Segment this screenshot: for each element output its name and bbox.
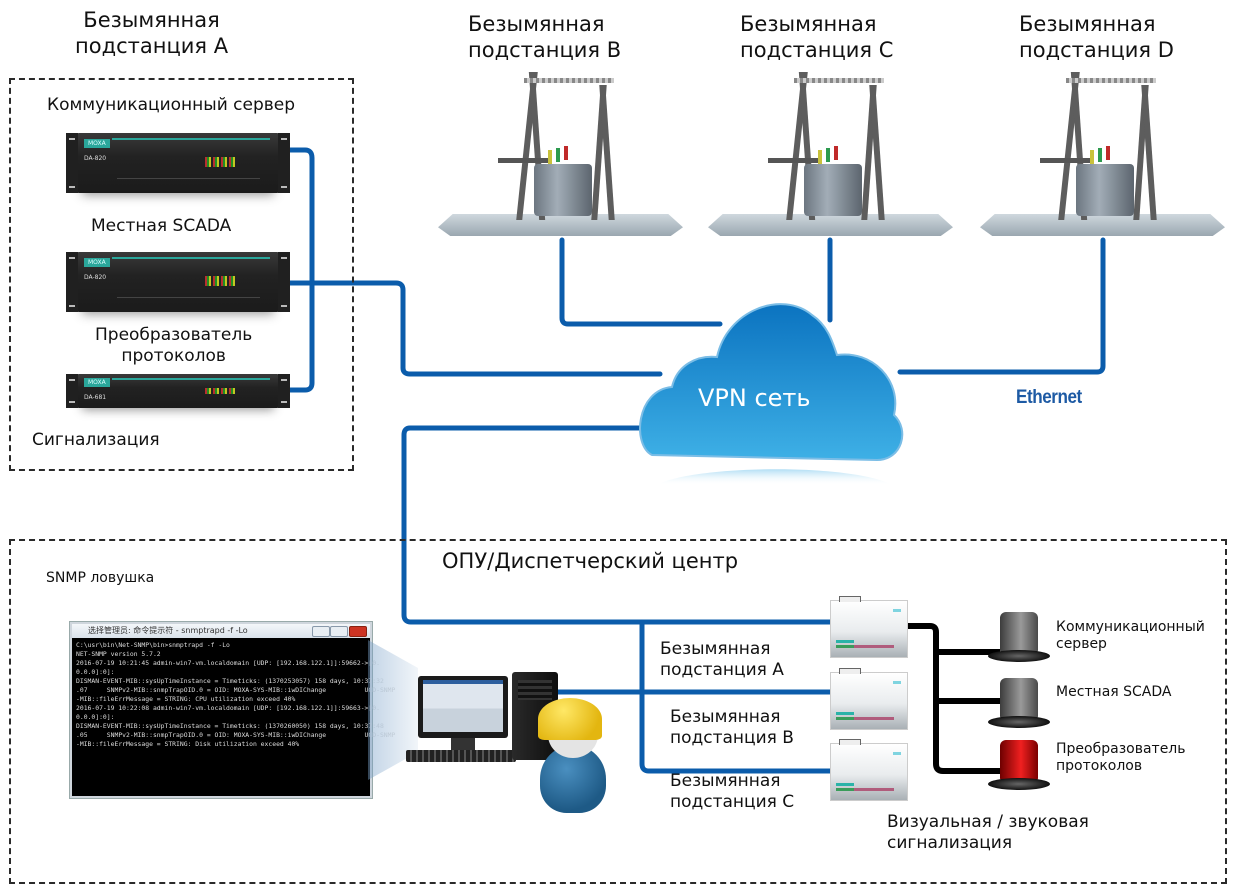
- io-module-b: [830, 668, 908, 730]
- protocol-converter-line1: Преобразователь: [95, 325, 253, 345]
- protocol-converter-rack: MOXA DA-681: [66, 374, 290, 408]
- alarm-caption-line2: сигнализация: [887, 832, 1013, 853]
- branch-c-line1: Безымянная: [670, 771, 781, 791]
- branch-b-line2: подстанция B: [670, 727, 794, 748]
- beacon-3-line1: Преобразователь: [1056, 741, 1186, 757]
- substation-a-boundary: [9, 78, 354, 471]
- beacon-label-comm-server: Коммуникационный сервер: [1056, 619, 1205, 653]
- beacon-1-line1: Коммуникационный: [1056, 619, 1205, 635]
- status-leds-icon: [205, 388, 235, 394]
- beacon-2-line1: Местная SCADA: [1056, 684, 1172, 700]
- substation-d-line1: Безымянная: [1019, 12, 1156, 36]
- beacon-3-line2: протоколов: [1056, 758, 1143, 775]
- local-scada-rack: MOXA DA-820: [66, 252, 290, 312]
- beacon-label-local-scada: Местная SCADA: [1056, 684, 1172, 701]
- beacon-protocol-converter-icon: [988, 740, 1050, 790]
- wire-center-branches: [639, 619, 841, 774]
- control-center-title: ОПУ/Диспетчерский центр: [442, 549, 739, 573]
- close-icon[interactable]: [349, 626, 367, 637]
- terminal-titlebar[interactable]: 选择管理员: 命令提示符 - snmptrapd -f -Lo: [72, 624, 370, 638]
- branch-label-a: Безымянная подстанция A: [660, 639, 784, 680]
- beacon-label-protocol-converter: Преобразователь протоколов: [1056, 741, 1186, 775]
- substation-c-icon: [708, 72, 953, 246]
- beacon-local-scada-icon: [988, 678, 1050, 728]
- substation-a-title-line2: подстанция A: [75, 33, 229, 58]
- terminal-output: C:\usr\bin\Net-SNMP\bin>snmptrapd -f -Lo…: [76, 641, 396, 748]
- substation-d-title: Безымянная подстанция D: [1019, 12, 1174, 63]
- substation-b-line1: Безымянная: [468, 12, 605, 36]
- wire-a-to-cloud: [309, 280, 663, 377]
- branch-b-line1: Безымянная: [670, 707, 781, 727]
- ethernet-label: Ethernet: [1016, 387, 1082, 408]
- substation-c-title: Безымянная подстанция C: [740, 12, 893, 63]
- wire-cloud-to-center: [401, 425, 841, 625]
- rack-model: DA-820: [84, 155, 107, 162]
- moxa-logo: MOXA: [84, 139, 110, 148]
- substation-a-title: Безымянная подстанция A: [75, 8, 228, 59]
- branch-c-line2: подстанция C: [670, 791, 795, 812]
- substation-b-line2: подстанция B: [468, 37, 622, 62]
- minimize-icon[interactable]: [312, 626, 330, 637]
- control-center-boundary: [9, 539, 1227, 884]
- vpn-cloud-icon: [639, 303, 904, 485]
- status-leds-icon: [205, 276, 235, 286]
- wire-sub-b: [559, 237, 723, 327]
- substation-c-line1: Безымянная: [740, 12, 877, 36]
- status-leds-icon: [205, 157, 235, 167]
- wire-comm-server: [287, 147, 315, 393]
- alarm-caption-line1: Визуальная / звуковая: [887, 812, 1089, 832]
- branch-a-line1: Безымянная: [660, 639, 771, 659]
- beacon-1-line2: сервер: [1056, 636, 1107, 653]
- protocol-converter-label: Преобразователь протоколов: [95, 325, 252, 366]
- snmp-trap-label: SNMP ловушка: [46, 570, 155, 586]
- rack-model: DA-820: [84, 274, 107, 281]
- alarm-label: Сигнализация: [32, 430, 160, 450]
- comm-server-label: Коммуникационный сервер: [47, 95, 296, 115]
- snmp-terminal-window[interactable]: 选择管理员: 命令提示符 - snmptrapd -f -Lo C:\usr\b…: [70, 622, 396, 798]
- maximize-icon[interactable]: [330, 626, 348, 637]
- io-module-a: [830, 596, 908, 658]
- moxa-logo: MOXA: [84, 378, 110, 387]
- rack-model: DA-681: [84, 394, 107, 401]
- io-module-c: [830, 739, 908, 801]
- moxa-logo: MOXA: [84, 258, 110, 267]
- vpn-cloud-label: VPN сеть: [698, 384, 811, 412]
- substation-b-title: Безымянная подстанция B: [468, 12, 621, 63]
- terminal-title: 选择管理员: 命令提示符 - snmptrapd -f -Lo: [88, 626, 248, 635]
- workstation-monitor-icon: [418, 676, 508, 738]
- local-scada-label: Местная SCADA: [91, 216, 232, 236]
- branch-a-line2: подстанция A: [660, 659, 784, 680]
- substation-c-line2: подстанция C: [740, 37, 894, 62]
- comm-server-rack: MOXA DA-820: [66, 133, 290, 193]
- monitor-stand: [451, 738, 475, 750]
- wire-sub-d: [897, 237, 1106, 375]
- protocol-converter-line2: протоколов: [121, 345, 226, 366]
- substation-b-icon: [438, 72, 683, 246]
- substation-d-line2: подстанция D: [1019, 37, 1174, 62]
- alarm-caption: Визуальная / звуковая сигнализация: [887, 812, 1089, 853]
- hard-hat-icon: [538, 698, 602, 740]
- keyboard-icon: [406, 750, 516, 762]
- beacon-comm-server-icon: [988, 612, 1050, 662]
- substation-a-title-line1: Безымянная: [83, 8, 220, 32]
- branch-label-b: Безымянная подстанция B: [670, 707, 794, 748]
- branch-label-c: Безымянная подстанция C: [670, 771, 794, 812]
- substation-d-icon: [980, 72, 1225, 246]
